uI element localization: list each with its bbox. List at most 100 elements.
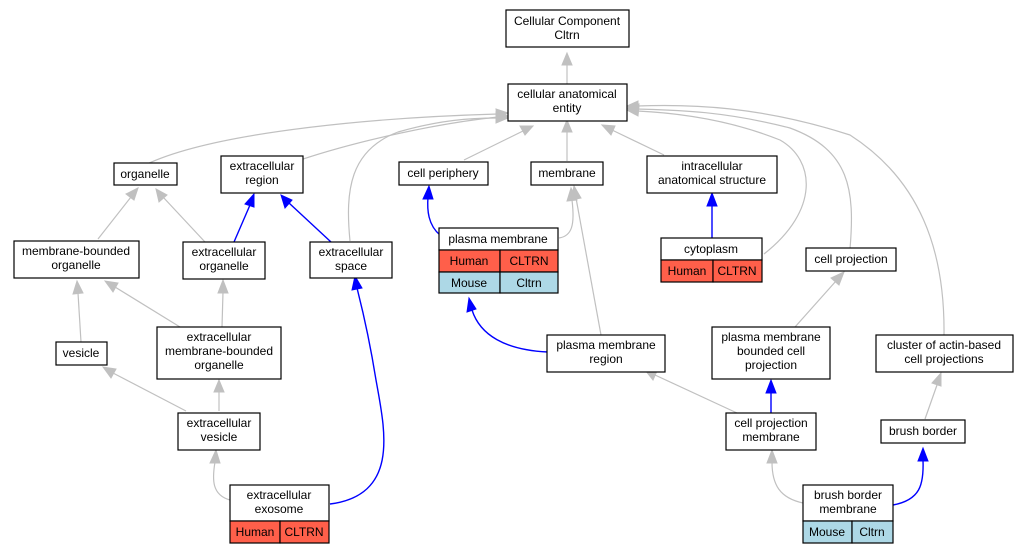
arrowhead-cellperiphery-to-cae	[519, 125, 535, 136]
node-brush-border[interactable]: brush border	[880, 419, 966, 444]
node-label: Cellular Component	[514, 14, 621, 28]
arrowhead-cpm-to-pmbcp	[765, 378, 777, 394]
edge-pm-to-membrane	[558, 199, 574, 239]
arrowhead-mbo-to-organelle	[125, 187, 139, 201]
node-cluster-of-actin-based-cell-projections[interactable]: cluster of actin-based cell projections	[875, 334, 1014, 373]
node-extracellular-region[interactable]: extracellular region	[220, 155, 304, 194]
arrowhead-eco-to-ecregion	[244, 192, 255, 208]
node-label: plasma membrane	[448, 232, 548, 246]
node-label: membrane	[819, 502, 877, 516]
node-membrane-bounded-organelle[interactable]: membrane-bounded organelle	[13, 240, 140, 279]
edge-mbo-to-organelle	[97, 196, 132, 240]
node-label: organelle	[120, 167, 170, 181]
arrowhead-pmregion-to-membrane	[570, 184, 582, 201]
node-cellular-anatomical-entity[interactable]: cellular anatomical entity	[507, 83, 628, 122]
species-label: Human	[668, 264, 707, 278]
node-cell-projection[interactable]: cell projection	[805, 247, 897, 272]
gene-cell-human	[712, 259, 763, 283]
node-label: cell projection	[814, 252, 887, 266]
node-membrane[interactable]: membrane	[530, 161, 604, 186]
arrowhead-exosome-to-ecvesicle	[209, 448, 221, 464]
edge-bbm-to-brushborder	[892, 459, 924, 506]
edge-pmbcp-to-cellprojection	[794, 280, 837, 328]
node-label: organelle	[194, 358, 244, 372]
node-label: exosome	[255, 502, 304, 516]
node-label: cluster of actin-based	[887, 338, 1001, 352]
node-extracellular-space[interactable]: extracellular space	[309, 241, 393, 279]
node-organelle[interactable]: organelle	[113, 162, 178, 186]
node-label: extracellular	[187, 330, 252, 344]
node-extracellular-organelle[interactable]: extracellular organelle	[182, 241, 266, 280]
arrowhead-pm-to-cellperiphery	[422, 184, 434, 200]
node-label: extracellular	[187, 416, 252, 430]
node-cell-periphery[interactable]: cell periphery	[398, 161, 489, 186]
node-label: plasma membrane	[556, 338, 656, 352]
gene-label: Cltrn	[516, 276, 541, 290]
arrowhead-pmregion-to-pm	[466, 296, 477, 313]
arrowhead-ecspace-to-ecregion	[280, 194, 293, 210]
node-label: organelle	[199, 259, 249, 273]
arrowhead-brushborder-to-cluster	[931, 371, 942, 387]
gene-label: Cltrn	[859, 525, 884, 539]
gene-label: CLTRN	[717, 264, 756, 278]
node-label: plasma membrane	[721, 330, 821, 344]
arrowhead-membrane-to-cae	[561, 118, 573, 133]
nodes: Cellular Component Cltrn cellular anatom…	[13, 9, 1014, 544]
arrowhead-vesicle-to-mbo	[72, 279, 84, 295]
node-vesicle[interactable]: vesicle	[55, 341, 108, 366]
node-label: vesicle	[201, 430, 238, 444]
species-label: Human	[450, 254, 489, 268]
node-cytoplasm[interactable]: cytoplasm Human CLTRN	[660, 237, 763, 283]
edge-ecvesicle-to-vesicle	[112, 372, 187, 412]
edge-cytoplasm-to-cae	[636, 110, 807, 255]
node-plasma-membrane-region[interactable]: plasma membrane region	[546, 334, 666, 373]
arrowhead-bbm-to-cpm	[766, 448, 778, 464]
node-brush-border-membrane[interactable]: brush border membrane Mouse Cltrn	[802, 484, 894, 544]
edge-ecspace-to-cae	[347, 117, 499, 242]
node-label: extracellular	[192, 245, 257, 259]
node-cell-projection-membrane[interactable]: cell projection membrane	[725, 412, 817, 451]
arrowhead-cae-to-cc	[561, 51, 573, 66]
edge-ias-to-cae	[611, 129, 665, 156]
node-extracellular-membrane-bounded-organelle[interactable]: extracellular membrane-bounded organelle	[156, 326, 282, 380]
edge-cellprojection-to-cae	[636, 108, 853, 250]
edge-embo-to-eco	[221, 291, 224, 328]
node-label: extracellular	[247, 488, 312, 502]
edge-cellperiphery-to-cae	[463, 130, 524, 161]
node-intracellular-anatomical-structure[interactable]: intracellular anatomical structure	[646, 155, 778, 194]
edge-cluster-to-cae	[636, 104, 945, 336]
node-label: cell periphery	[407, 166, 478, 180]
node-plasma-membrane[interactable]: plasma membrane Human CLTRN Mouse Cltrn	[438, 227, 559, 294]
node-plasma-membrane-bounded-cell-projection[interactable]: plasma membrane bounded cell projection	[711, 326, 831, 380]
arrowhead-ias-to-cae	[600, 124, 616, 136]
arrowhead-cluster-to-cae	[625, 100, 639, 112]
arrowhead-pmbcp-to-cellprojection	[830, 271, 845, 286]
node-label: organelle	[51, 258, 101, 272]
node-label: projection	[745, 358, 797, 372]
arrowhead-eco-to-organelle	[155, 188, 168, 203]
edge-cpm-to-pmregion	[654, 374, 738, 414]
edge-embo-to-mbo	[114, 286, 181, 328]
node-label: brush border	[814, 488, 882, 502]
edge-eco-to-ecregion	[233, 204, 251, 243]
node-label: entity	[553, 101, 582, 115]
edge-bbm-to-cpm	[771, 461, 804, 504]
node-cellular-component[interactable]: Cellular Component Cltrn	[505, 9, 630, 48]
node-extracellular-vesicle[interactable]: extracellular vesicle	[177, 412, 261, 451]
gene-cell-mouse	[851, 520, 894, 544]
node-extracellular-exosome[interactable]: extracellular exosome Human CLTRN	[229, 484, 330, 544]
edge-eco-to-organelle	[162, 196, 206, 243]
edge-exosome-to-ecvesicle	[212, 461, 231, 501]
node-label: intracellular	[681, 159, 742, 173]
arrowhead-cytoplasm-to-ias	[706, 191, 718, 207]
gene-cell-human	[279, 520, 330, 544]
arrowhead-bbm-to-brushborder	[917, 446, 929, 462]
edge-vesicle-to-mbo	[77, 292, 82, 343]
edge-brushborder-to-cluster	[924, 384, 938, 420]
arrowhead-ecspace-to-cae	[495, 112, 510, 124]
species-label: Mouse	[809, 525, 845, 539]
node-label: membrane-bounded	[165, 344, 273, 358]
gene-cell-mouse	[499, 271, 559, 294]
arrowhead-ecvesicle-to-embo	[213, 378, 225, 393]
node-label: membrane-bounded	[22, 244, 130, 258]
